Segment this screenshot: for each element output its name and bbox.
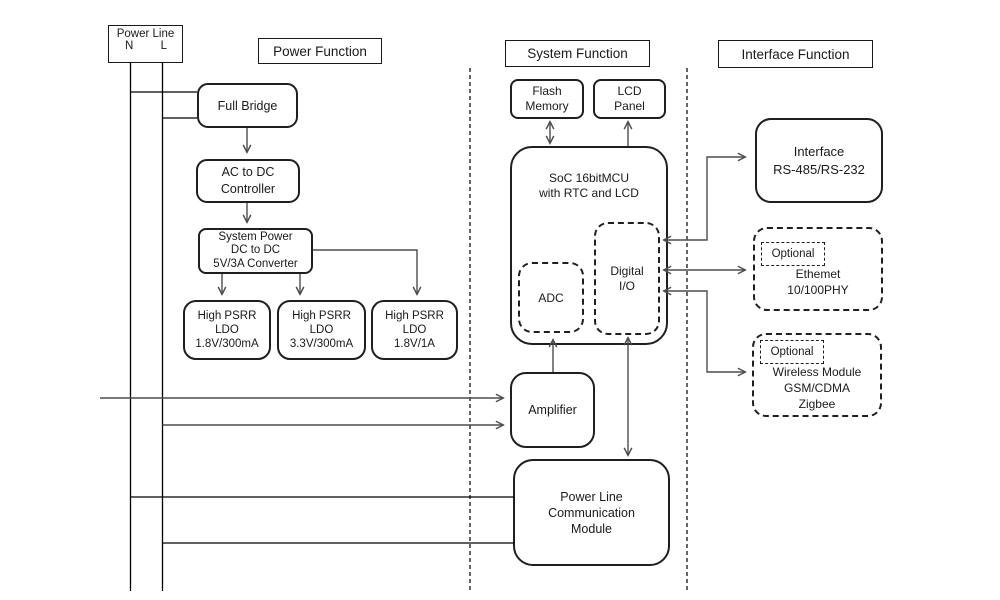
adc-peripheral-block: ADC xyxy=(518,262,584,333)
neutral-terminal-label: N xyxy=(125,40,134,52)
ethernet-optional-tag: Optional xyxy=(761,242,825,266)
ethernet-optional-label: Optional xyxy=(771,248,815,260)
ldo-1v8-1a-block: High PSRR LDO 1.8V/1A xyxy=(371,300,458,360)
amplifier-block: Amplifier xyxy=(510,372,595,448)
ac-to-dc-controller-block: AC to DC Controller xyxy=(196,159,300,203)
rs485-rs232-interface-label: Interface RS-485/RS-232 xyxy=(773,143,865,177)
power-line-source-box: Power Line N L xyxy=(108,25,183,63)
soc-mcu-label: SoC 16bitMCU with RTC and LCD xyxy=(539,171,639,200)
flash-memory-label: Flash Memory xyxy=(525,84,569,113)
system-power-converter-block: System Power DC to DC 5V/3A Converter xyxy=(198,228,313,274)
digital-io-label: Digital I/O xyxy=(610,263,644,293)
ldo-1v8-1a-label: High PSRR LDO 1.8V/1A xyxy=(385,310,444,350)
arrow-digital-io-to-rs-interface xyxy=(664,157,745,240)
full-bridge-label: Full Bridge xyxy=(217,98,278,113)
adc-label: ADC xyxy=(538,290,564,305)
ethernet-phy-label: Ethemet 10/100PHY xyxy=(787,267,849,297)
interface-function-title-text: Interface Function xyxy=(741,46,850,62)
power-line-communication-module-block: Power Line Communication Module xyxy=(513,459,670,566)
ldo-3v3-300ma-label: High PSRR LDO 3.3V/300mA xyxy=(289,310,354,350)
wireless-module-label: Wireless Module GSM/CDMA Zigbee xyxy=(772,365,862,411)
live-terminal-label: L xyxy=(160,40,167,52)
power-line-communication-module-label: Power Line Communication Module xyxy=(548,489,635,536)
system-power-converter-label: System Power DC to DC 5V/3A Converter xyxy=(213,230,298,270)
ac-to-dc-controller-label: AC to DC Controller xyxy=(220,165,276,196)
ethernet-phy-block: Optional Ethemet 10/100PHY xyxy=(753,227,883,311)
system-function-title-text: System Function xyxy=(527,46,628,61)
ldo-3v3-300ma-block: High PSRR LDO 3.3V/300mA xyxy=(277,300,366,360)
wireless-optional-tag: Optional xyxy=(760,340,824,364)
power-line-label: Power Line xyxy=(116,28,175,40)
full-bridge-block: Full Bridge xyxy=(197,83,298,128)
ldo-1v8-300ma-block: High PSRR LDO 1.8V/300mA xyxy=(183,300,271,360)
power-function-title-text: Power Function xyxy=(273,43,367,59)
rs485-rs232-interface-block: Interface RS-485/RS-232 xyxy=(755,118,883,203)
amplifier-label: Amplifier xyxy=(528,403,577,417)
lcd-panel-label: LCD Panel xyxy=(614,84,645,113)
wireless-optional-label: Optional xyxy=(770,346,814,358)
digital-io-peripheral-block: Digital I/O xyxy=(594,222,660,335)
power-function-section-title: Power Function xyxy=(258,38,382,64)
interface-function-section-title: Interface Function xyxy=(718,40,873,68)
system-function-section-title: System Function xyxy=(505,40,650,67)
flash-memory-block: Flash Memory xyxy=(510,79,584,119)
arrow-system-power-to-ldo3 xyxy=(313,249,417,294)
ldo-1v8-300ma-label: High PSRR LDO 1.8V/300mA xyxy=(195,310,259,350)
arrow-digital-io-to-wireless xyxy=(664,291,745,372)
lcd-panel-block: LCD Panel xyxy=(593,79,666,119)
wireless-module-block: Optional Wireless Module GSM/CDMA Zigbee xyxy=(752,333,882,417)
